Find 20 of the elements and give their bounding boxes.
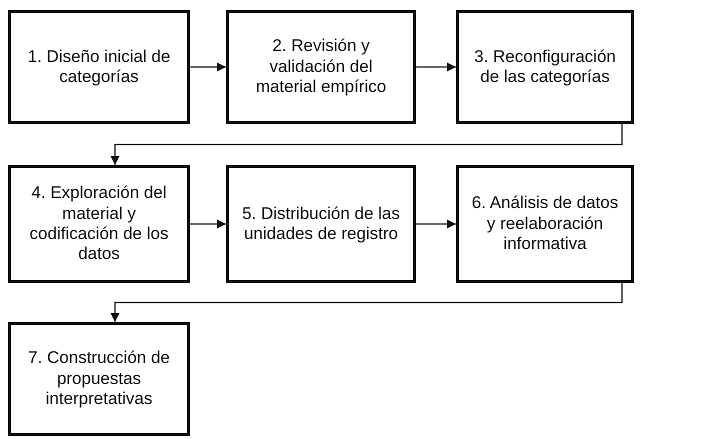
- process-box: [8, 165, 190, 283]
- step-text: 7. Construcción de propuestas interpretativas: [27, 348, 171, 410]
- process-box: [8, 10, 190, 124]
- process-box: [226, 165, 416, 283]
- arrow: [110, 283, 623, 322]
- arrow: [190, 219, 226, 229]
- arrow: [416, 219, 456, 229]
- arrow: [190, 62, 226, 72]
- process-box: [226, 10, 416, 124]
- step-text: 1. Diseño inicial de categorías: [26, 46, 172, 88]
- step-text: 6. Análisis de datos y reelaboración informativa: [470, 193, 620, 255]
- step-text: 2. Revisión y validación del material empírico: [254, 36, 388, 98]
- process-box: [8, 322, 190, 436]
- arrow: [416, 62, 456, 72]
- process-box: [456, 165, 634, 283]
- step-text: 4. Exploración del material y codificación de los datos: [28, 183, 170, 265]
- step-text: 3. Reconfiguración de las categorías: [473, 46, 617, 88]
- arrow: [110, 124, 623, 165]
- process-box: [456, 10, 634, 124]
- step-text: 5. Distribución de las unidades de registro: [241, 204, 401, 244]
